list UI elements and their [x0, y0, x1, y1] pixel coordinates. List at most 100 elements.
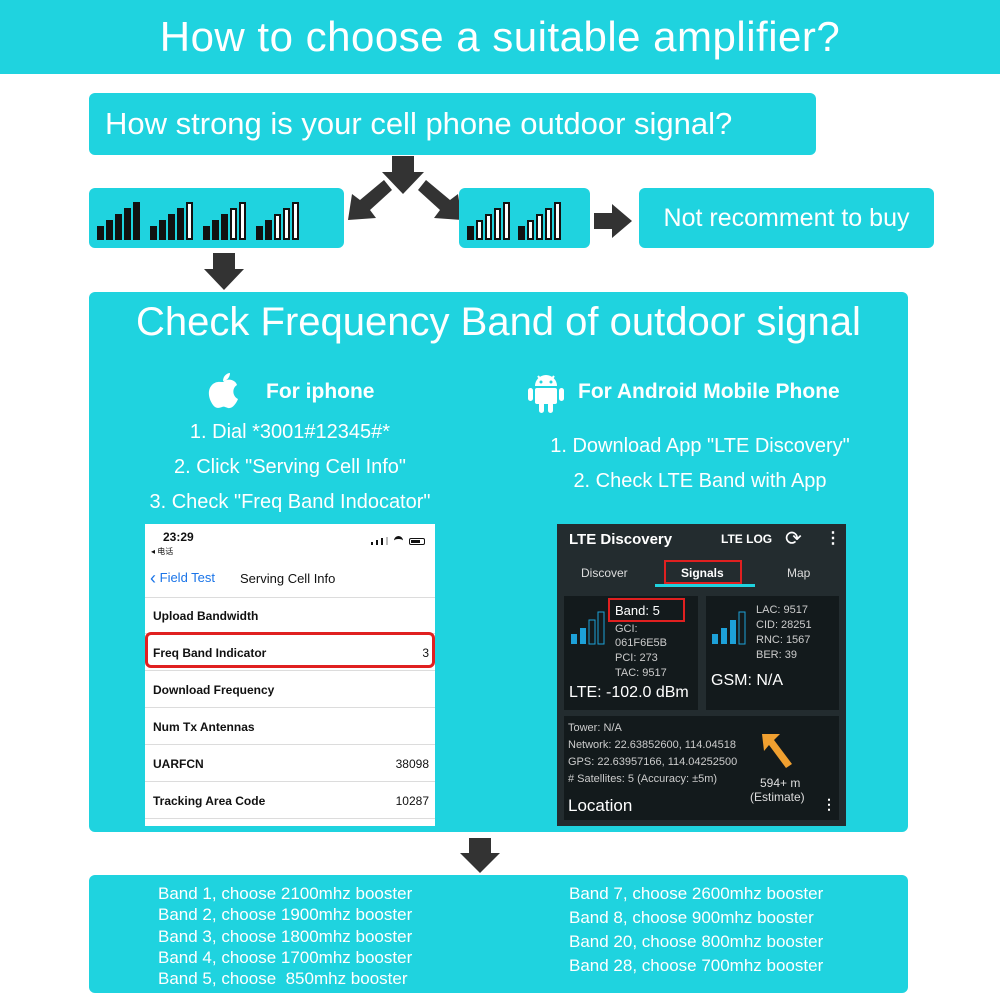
band-item: Band 28, choose 700mhz booster: [569, 956, 824, 975]
signal-bar: [292, 202, 299, 240]
page-title: How to choose a suitable amplifier?: [0, 0, 1000, 74]
highlight-frame: [664, 560, 742, 584]
arrow-down-icon: [382, 156, 424, 194]
android-heading: For Android Mobile Phone: [578, 380, 840, 403]
back-button[interactable]: ‹ Field Test: [150, 568, 216, 588]
status-time: 23:29: [163, 530, 194, 544]
iphone-heading: For iphone: [266, 380, 375, 403]
signal-bar: [177, 208, 184, 240]
arrow-left-down-icon: [348, 180, 392, 220]
signal-bar: [485, 214, 492, 240]
signal-bar: [554, 202, 561, 240]
band-item: Band 2, choose 1900mhz booster: [158, 905, 413, 924]
signal-bar: [467, 226, 474, 240]
nav-title: Serving Cell Info: [240, 571, 336, 586]
signal-bar: [274, 214, 281, 240]
band-item: Band 7, choose 2600mhz booster: [569, 884, 824, 903]
signal-bar: [186, 202, 193, 240]
band-list-panel: Band 1, choose 2100mhz booster Band 2, c…: [89, 875, 908, 993]
more-icon[interactable]: ⋮: [825, 530, 841, 547]
tab-map[interactable]: Map: [787, 566, 811, 580]
not-recommend-box: Not recomment to buy: [639, 188, 934, 248]
arrow-right-icon: [594, 204, 632, 238]
table-row: Num Tx Antennas: [145, 709, 435, 745]
gsm-panel: LAC: 9517 CID: 28251 RNC: 1567 BER: 39 G…: [706, 596, 839, 710]
signal-bar: [283, 208, 290, 240]
arrow-down-icon: [460, 838, 500, 873]
signal-bar: [212, 220, 219, 240]
status-icons: [371, 536, 425, 545]
signal-bars-icon: [97, 202, 140, 240]
signal-bars-icon: [150, 202, 193, 240]
signal-bar: [150, 226, 157, 240]
arrow-right-down-icon: [418, 180, 462, 220]
signal-bar: [503, 202, 510, 240]
tab-indicator: [655, 584, 755, 587]
band-item: Band 3, choose 1800mhz booster: [158, 927, 413, 946]
arrow-down-icon: [204, 253, 244, 290]
table-row: Upload Bandwidth: [145, 598, 435, 634]
table-row: Download Frequency: [145, 672, 435, 708]
signal-bars-icon: [467, 202, 510, 240]
check-band-title: Check Frequency Band of outdoor signal: [136, 300, 861, 344]
signal-bar: [221, 214, 228, 240]
band-item: Band 5, choose 850mhz booster: [158, 969, 408, 988]
lte-panel: Band: 5 GCI: 061F6E5B PCI: 273 TAC: 9517…: [564, 596, 698, 710]
signal-bar: [230, 208, 237, 240]
iphone-screenshot: 23:29 ◂ 电话 ‹ Field Test Serving Cell Inf…: [145, 524, 435, 826]
wifi-icon: [394, 536, 403, 545]
app-title: LTE Discovery: [569, 531, 673, 548]
tab-signals[interactable]: Signals: [681, 566, 724, 580]
more-icon[interactable]: ⋮: [822, 796, 836, 812]
signal-bar: [203, 226, 210, 240]
location-panel: Tower: N/A Network: 22.63852600, 114.045…: [564, 716, 839, 820]
signal-bar: [527, 220, 534, 240]
signal-bar: [239, 202, 246, 240]
question-box: How strong is your cell phone outdoor si…: [89, 93, 816, 155]
signal-bar: [518, 226, 525, 240]
signal-bar: [536, 214, 543, 240]
android-step-2: 2. Check LTE Band with App: [573, 470, 827, 492]
signal-bar: [265, 220, 272, 240]
highlight-frame: [145, 632, 435, 668]
band-item: Band 1, choose 2100mhz booster: [158, 884, 413, 903]
signal-gauge-icon: [571, 611, 605, 645]
highlight-frame: [608, 598, 685, 622]
signal-bar: [115, 214, 122, 240]
lte-log-button[interactable]: LTE LOG: [721, 532, 773, 546]
android-icon: [528, 375, 564, 413]
signal-bars-icon: [518, 202, 561, 240]
signal-bar: [494, 208, 501, 240]
iphone-step-2: 2. Click "Serving Cell Info": [173, 456, 407, 478]
signal-bars-icon: [256, 202, 299, 240]
signal-bar: [124, 208, 131, 240]
signal-bar: [97, 226, 104, 240]
tab-discover[interactable]: Discover: [581, 566, 628, 580]
signal-bar: [159, 220, 166, 240]
iphone-step-1: 1. Dial *3001#12345#*: [189, 421, 391, 443]
signal-bars-icon: [203, 202, 246, 240]
lte-discovery-screenshot: LTE Discovery LTE LOG ⟳ ⋮ Discover Signa…: [557, 524, 846, 826]
signal-bar: [133, 202, 140, 240]
refresh-icon[interactable]: ⟳: [785, 528, 802, 550]
good-signal-box: [89, 188, 344, 248]
signal-bar: [106, 220, 113, 240]
signal-gauge-icon: [712, 611, 746, 645]
chevron-left-icon: ‹: [150, 568, 156, 588]
status-carrier: ◂ 电话: [151, 547, 174, 556]
android-step-1: 1. Download App "LTE Discovery": [550, 435, 850, 457]
band-item: Band 8, choose 900mhz booster: [569, 908, 814, 927]
signal-bar: [256, 226, 263, 240]
signal-bar: [168, 214, 175, 240]
band-item: Band 4, choose 1700mhz booster: [158, 948, 413, 967]
signal-bar: [545, 208, 552, 240]
direction-arrow-icon: [762, 734, 792, 768]
iphone-step-3: 3. Check "Freq Band Indocator": [149, 491, 431, 513]
band-item: Band 20, choose 800mhz booster: [569, 932, 824, 951]
signal-bar: [476, 220, 483, 240]
battery-icon: [409, 538, 425, 545]
weak-signal-box: [459, 188, 590, 248]
